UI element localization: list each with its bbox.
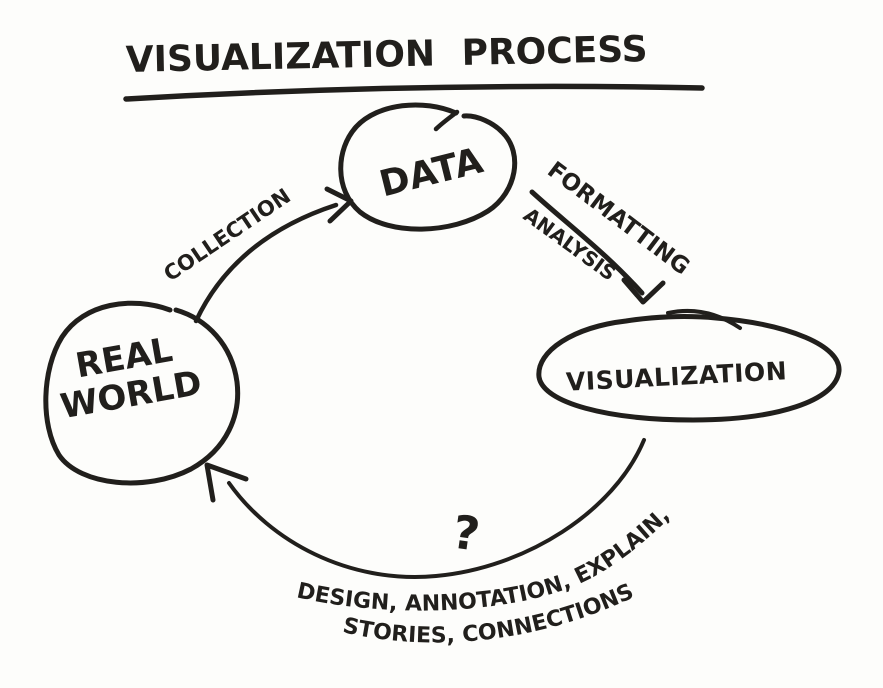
real-world-node-outline <box>43 300 241 486</box>
title-group: VISUALIZATION PROCESS <box>123 29 705 102</box>
edge-collection: COLLECTION <box>159 184 354 324</box>
node-real-world: REAL WORLD <box>43 300 241 486</box>
data-node-label: DATA <box>376 140 488 205</box>
feedback-arrow <box>227 438 646 579</box>
feedback-arrowhead <box>204 462 249 503</box>
visualization-node-outline <box>536 314 842 423</box>
visualization-node-overstroke <box>666 308 742 330</box>
formatting-arrowhead <box>621 277 666 305</box>
visualization-node-label: VISUALIZATION <box>565 356 788 397</box>
feedback-question-mark: ? <box>449 505 483 562</box>
formatting-arrow <box>529 189 645 296</box>
edge-feedback: ? DESIGN, ANNOTATION, EXPLAIN, STORIES, … <box>204 438 675 649</box>
node-visualization: VISUALIZATION <box>536 308 842 423</box>
collection-arrow <box>193 202 339 324</box>
data-node-outline <box>338 102 518 232</box>
node-data: DATA <box>338 102 518 232</box>
title-underline <box>123 83 705 102</box>
data-node-pen-hook <box>433 109 460 132</box>
page-title: VISUALIZATION PROCESS <box>125 29 648 81</box>
collection-arrowhead <box>324 186 354 224</box>
edge-formatting-analysis: FORMATTING ANALYSIS <box>519 157 694 305</box>
